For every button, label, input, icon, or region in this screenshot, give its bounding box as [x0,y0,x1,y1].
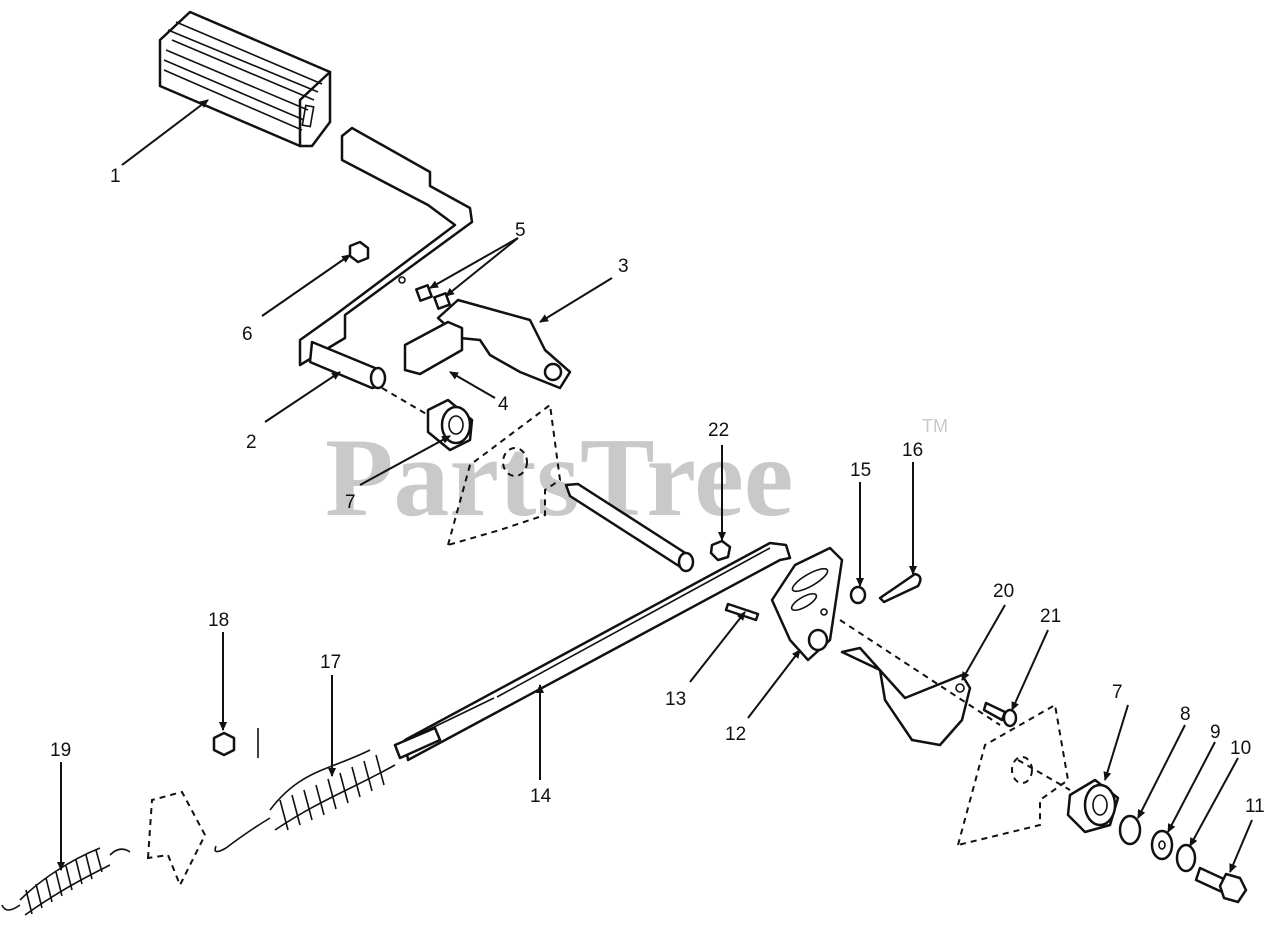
callout-10: 10 [1230,738,1251,759]
callout-17: 17 [320,652,341,673]
callout-20: 20 [993,581,1014,602]
washers [1118,814,1197,873]
pin [724,602,760,622]
callout-15: 15 [850,460,871,481]
frame-outline-top [446,403,562,547]
callout-6: 6 [242,324,253,345]
alignment-lines [381,387,1071,791]
callout-19: 19 [50,740,71,761]
callout-18: 18 [208,610,229,631]
callout-1: 1 [110,166,121,187]
nut-22 [709,539,732,562]
callout-12: 12 [725,724,746,745]
callout-4: 4 [498,394,509,415]
frame-outline-spring [146,790,207,888]
callout-16: 16 [902,440,923,461]
callout-22: 22 [708,420,729,441]
bolt [1194,866,1248,904]
bracket [436,298,572,390]
nuts [415,284,451,310]
callout-5: 5 [515,220,526,241]
nut-6 [348,240,370,264]
spring-19 [1,847,131,916]
leader-lines [57,99,1253,873]
cross-shaft [564,482,695,573]
pedal-arm [298,126,474,390]
callout-13: 13 [665,689,686,710]
watermark-trademark: TM [922,416,948,436]
frame-outline-bottom [956,703,1070,847]
callout-9: 9 [1210,722,1221,743]
callout-11: 11 [1245,796,1265,817]
pedal-pad [158,10,332,148]
callout-3: 3 [618,256,629,277]
pad [403,320,464,376]
nut-18 [212,728,259,758]
screw [982,701,1018,728]
bushing-top [426,398,474,452]
washer-15 [849,585,867,605]
callout-7-top: 7 [345,492,356,513]
bracket-arm [840,646,972,747]
bushing-bottom [1066,778,1120,834]
callout-8: 8 [1180,704,1191,725]
callout-14: 14 [530,786,552,807]
cotter-pin [878,572,922,604]
callout-7-bottom: 7 [1112,682,1123,703]
spring-17 [214,726,442,853]
plate [770,546,844,662]
callout-2: 2 [246,432,257,453]
callout-21: 21 [1040,606,1061,627]
